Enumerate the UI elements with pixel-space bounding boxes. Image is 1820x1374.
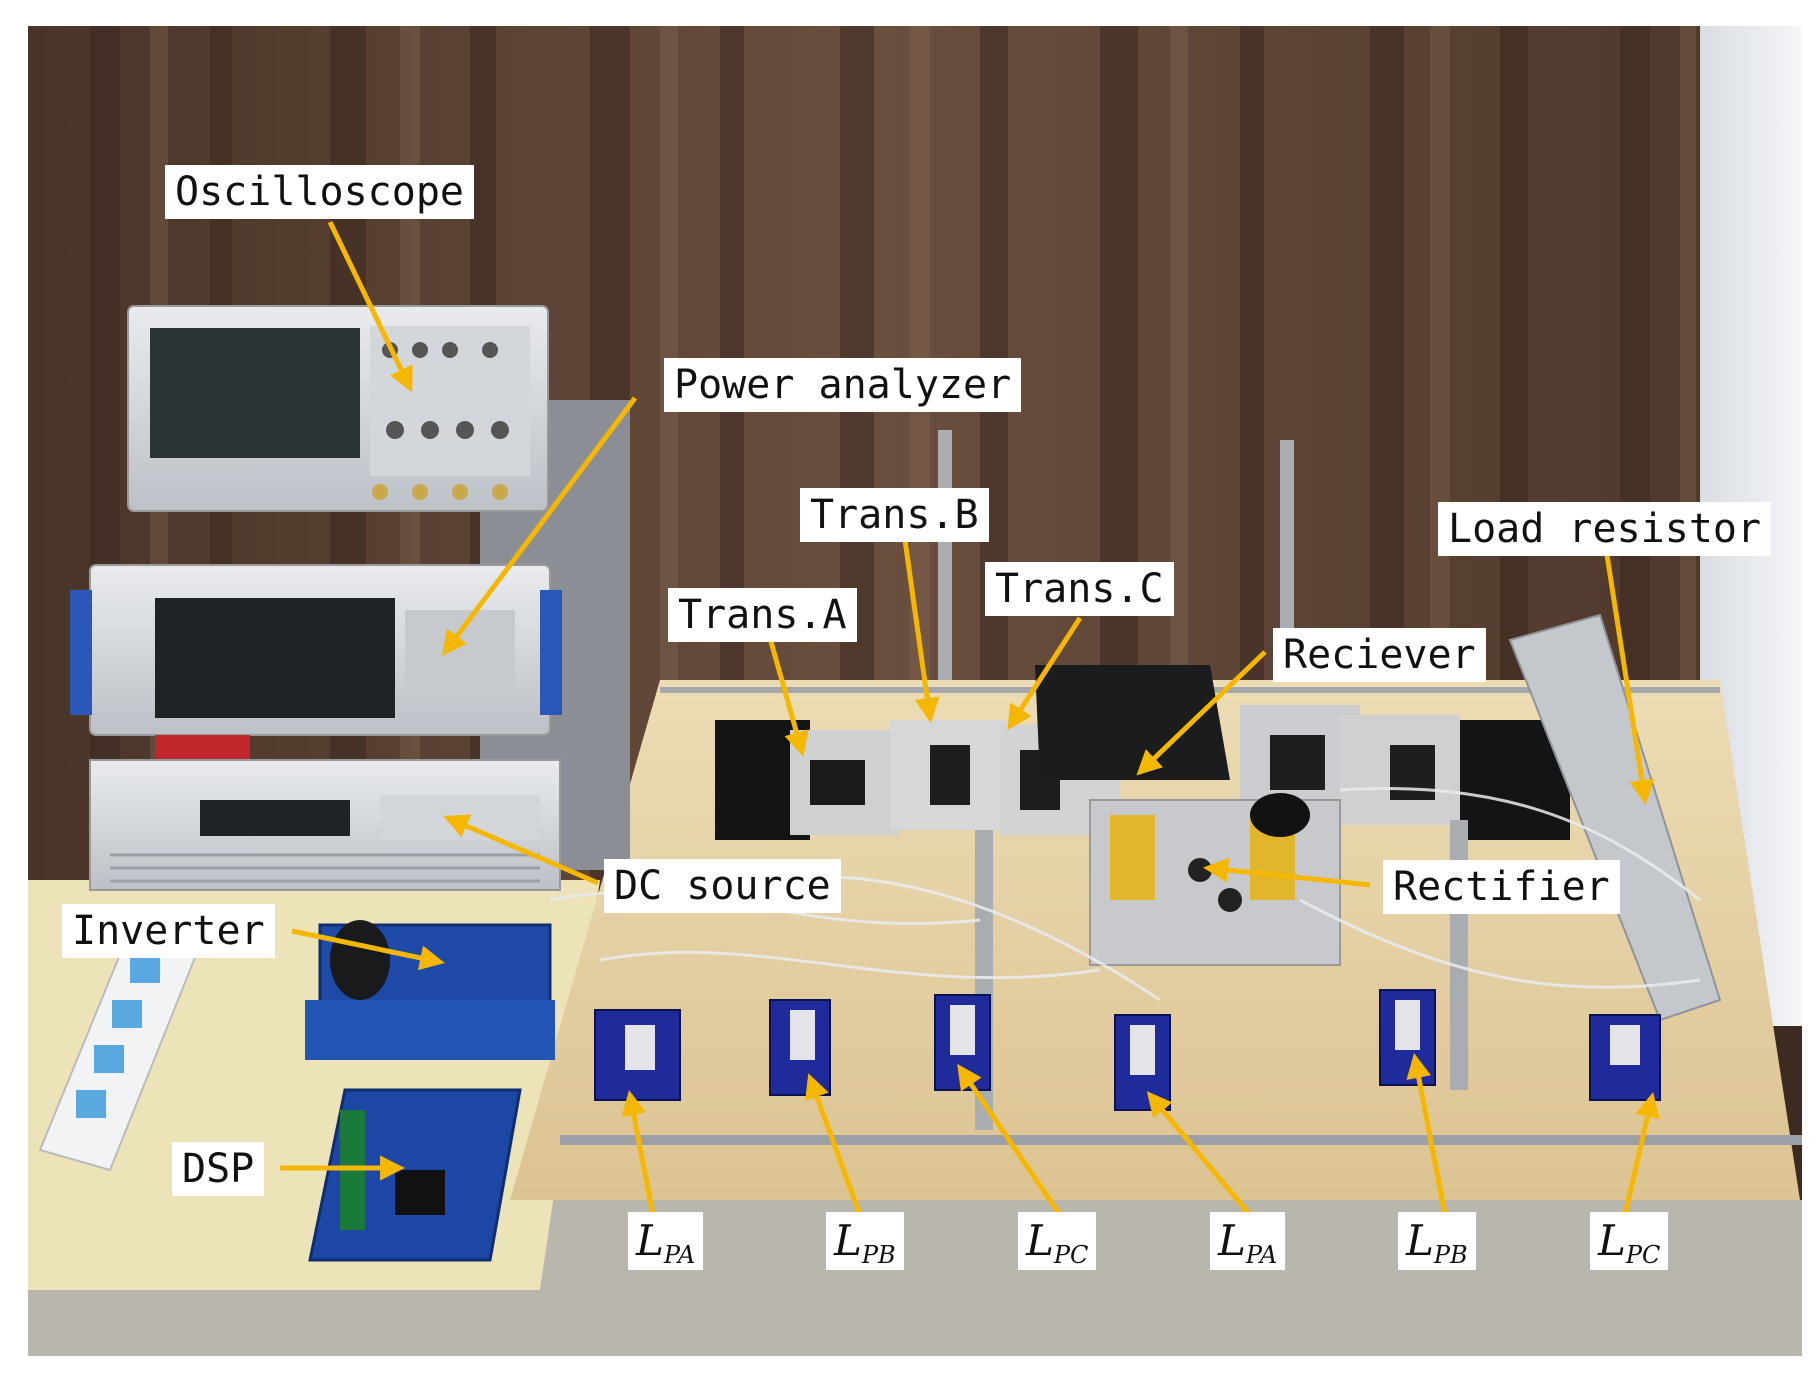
- inductor-base: L: [834, 1216, 862, 1265]
- inductor-sub: PB: [1433, 1241, 1468, 1269]
- inductor-label-4: LPA: [1210, 1212, 1286, 1270]
- power-strip: [38, 928, 202, 1172]
- inductor-sub: PB: [861, 1241, 896, 1269]
- inductor-label-5: LPB: [1398, 1212, 1476, 1270]
- inductor-sub: PC: [1625, 1241, 1661, 1269]
- inductor-labels-stickers: [625, 1000, 1640, 1075]
- trans-c-label: Trans.C: [985, 562, 1174, 616]
- rectifier-label: Rectifier: [1383, 860, 1620, 914]
- inductor-label-6: LPC: [1590, 1212, 1669, 1270]
- inductor-base: L: [1406, 1216, 1434, 1265]
- oscilloscope-label: Oscilloscope: [165, 165, 474, 219]
- dc-source-label: DC source: [604, 859, 841, 913]
- receiver-label: Reciever: [1273, 628, 1486, 682]
- dsp-board: [308, 1088, 522, 1262]
- inductor-label-1: LPA: [628, 1212, 704, 1270]
- trans-b-label: Trans.B: [800, 488, 989, 542]
- annotation-arrows: [280, 220, 1660, 1217]
- receiver-plate: [1035, 665, 1230, 780]
- inductor-base: L: [1026, 1216, 1054, 1265]
- inductor-sub: PA: [1245, 1241, 1278, 1269]
- dsp-label: DSP: [172, 1142, 265, 1196]
- inductor-sub: PC: [1053, 1241, 1089, 1269]
- power-analyzer-label: Power analyzer: [664, 358, 1022, 412]
- oscilloscope-device: [127, 305, 549, 512]
- load-resistor-label: Load resistor: [1438, 502, 1772, 556]
- inductor-label-2: LPB: [826, 1212, 904, 1270]
- inductor-sub: PA: [663, 1241, 696, 1269]
- inductor-base: L: [1598, 1216, 1626, 1265]
- inductor-base: L: [1218, 1216, 1246, 1265]
- dc-source-device: [89, 759, 561, 891]
- trans-a-label: Trans.A: [668, 588, 857, 642]
- inverter-label: Inverter: [62, 904, 275, 958]
- inverter-board: [305, 920, 555, 1060]
- inductor-label-3: LPC: [1018, 1212, 1097, 1270]
- inductor-base: L: [636, 1216, 664, 1265]
